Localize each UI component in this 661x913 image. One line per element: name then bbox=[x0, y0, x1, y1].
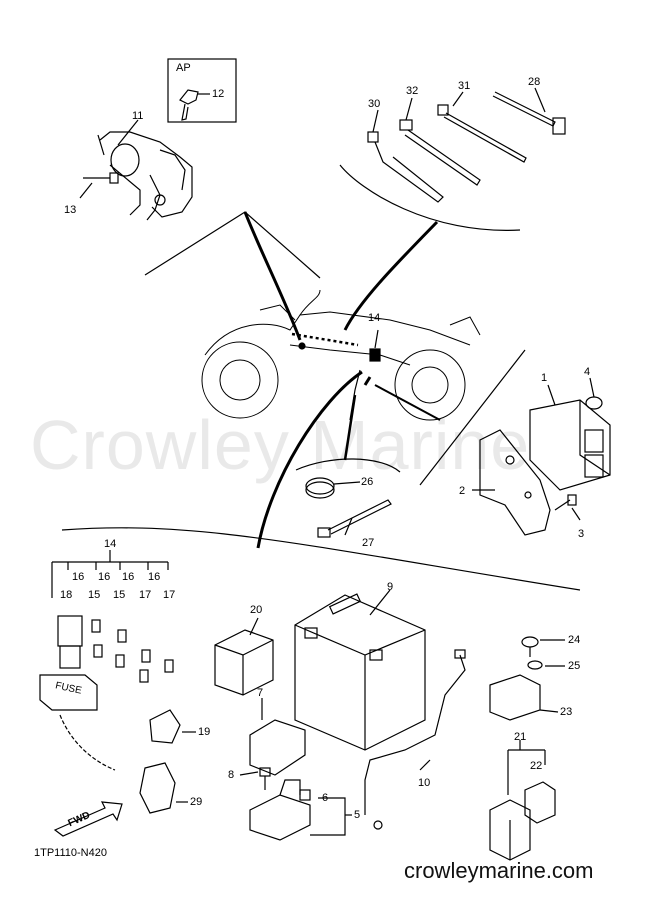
footer-site[interactable]: crowleymarine.com bbox=[404, 858, 594, 883]
label-part-1: 1 bbox=[541, 372, 548, 384]
callout-frame-right bbox=[419, 349, 526, 486]
label-part-10: 10 bbox=[418, 777, 431, 789]
label-part-16-b: 16 bbox=[98, 571, 111, 583]
label-part-12: 12 bbox=[212, 88, 225, 100]
callout-frame-top-left bbox=[144, 211, 321, 279]
part-5-starter-relay bbox=[249, 779, 352, 841]
leader-11 bbox=[117, 119, 139, 146]
callout-line-bottom bbox=[256, 370, 363, 549]
part-21-22-leaders bbox=[507, 740, 546, 795]
part-18-fuse-box bbox=[57, 615, 83, 669]
label-part-25: 25 bbox=[568, 660, 581, 672]
label-part-15-a: 15 bbox=[88, 589, 101, 601]
label-part-29: 29 bbox=[190, 796, 203, 808]
label-part-16-d: 16 bbox=[148, 571, 161, 583]
part-32-tie bbox=[399, 97, 481, 186]
label-part-31: 31 bbox=[458, 80, 471, 92]
fuse-small-parts bbox=[91, 619, 174, 683]
part-3-bolt bbox=[554, 494, 581, 521]
part-28-tie bbox=[492, 87, 566, 135]
label-part-17-a: 17 bbox=[139, 589, 152, 601]
part-26-grommet bbox=[305, 477, 361, 499]
fwd-arrow-icon bbox=[53, 801, 123, 837]
part-21-relay bbox=[489, 799, 531, 861]
fuse-harness bbox=[59, 714, 116, 771]
harness-point bbox=[298, 342, 306, 350]
label-part-5: 5 bbox=[354, 809, 361, 821]
part-8-bolt bbox=[239, 767, 271, 790]
callout-frame-middle bbox=[295, 458, 401, 473]
label-part-16-a: 16 bbox=[72, 571, 85, 583]
label-part-26: 26 bbox=[361, 476, 374, 488]
label-part-2: 2 bbox=[459, 485, 466, 497]
callout-line-right bbox=[374, 384, 441, 421]
part-30-clip bbox=[367, 109, 444, 203]
label-part-13: 13 bbox=[64, 204, 77, 216]
diagram-code: 1TP1110-N420 bbox=[34, 847, 107, 859]
watermark: Crowley Marine bbox=[30, 406, 531, 484]
part-29-connector bbox=[139, 762, 188, 814]
callout-frame-top-right bbox=[339, 164, 521, 231]
part-9-battery bbox=[294, 589, 426, 751]
label-part-14-top: 14 bbox=[368, 312, 381, 324]
part-10-cable bbox=[364, 649, 466, 830]
part-1-ecu bbox=[529, 384, 611, 491]
label-part-8: 8 bbox=[228, 769, 235, 781]
label-part-18: 18 bbox=[60, 589, 73, 601]
label-part-27: 27 bbox=[362, 537, 375, 549]
fuse-cover bbox=[39, 674, 98, 711]
part-14-location bbox=[369, 348, 381, 362]
label-part-16-c: 16 bbox=[122, 571, 135, 583]
label-part-20: 20 bbox=[250, 604, 263, 616]
part-27-tie bbox=[317, 499, 392, 538]
label-part-28: 28 bbox=[528, 76, 541, 88]
label-part-23: 23 bbox=[560, 706, 573, 718]
part-7-cover bbox=[249, 698, 306, 776]
label-part-24: 24 bbox=[568, 634, 581, 646]
part-13-bolt bbox=[79, 172, 119, 199]
label-part-22: 22 bbox=[530, 760, 543, 772]
key-icon bbox=[179, 89, 210, 121]
part-2-bracket bbox=[472, 429, 551, 536]
motorcycle-silhouette bbox=[201, 289, 481, 421]
label-part-21: 21 bbox=[514, 731, 527, 743]
part-19-clamp bbox=[149, 709, 196, 744]
callout-line-top-left bbox=[243, 211, 302, 341]
label-part-11: 11 bbox=[132, 110, 144, 122]
label-part-9: 9 bbox=[387, 581, 394, 593]
label-part-30: 30 bbox=[368, 98, 381, 110]
label-part-4: 4 bbox=[584, 366, 591, 378]
part-25-washer bbox=[527, 660, 565, 670]
label-part-7: 7 bbox=[257, 687, 264, 699]
part-22-cover bbox=[524, 781, 556, 824]
label-part-15-b: 15 bbox=[113, 589, 126, 601]
fuse-leader-tree bbox=[51, 550, 169, 598]
part-4-nut bbox=[585, 377, 603, 410]
ap-key-box bbox=[167, 58, 237, 123]
callout-frame-bottom bbox=[61, 527, 581, 591]
part-23-sensor bbox=[489, 674, 559, 721]
ap-label: AP bbox=[176, 62, 191, 74]
part-24-screw bbox=[521, 636, 565, 657]
label-part-17-b: 17 bbox=[163, 589, 176, 601]
part-20-relay bbox=[214, 617, 274, 696]
callout-line-top-right bbox=[343, 220, 439, 331]
label-part-14-bottom: 14 bbox=[104, 538, 117, 550]
label-part-6: 6 bbox=[322, 792, 329, 804]
label-part-19: 19 bbox=[198, 726, 211, 738]
part-11-assembly bbox=[97, 131, 193, 221]
ecu-location bbox=[363, 376, 372, 386]
callout-line-middle bbox=[343, 394, 357, 461]
wire-harness bbox=[291, 332, 359, 347]
leader-14-top bbox=[374, 329, 379, 349]
part-31-tie bbox=[437, 91, 527, 163]
label-part-32: 32 bbox=[406, 85, 419, 97]
label-part-3: 3 bbox=[578, 528, 585, 540]
